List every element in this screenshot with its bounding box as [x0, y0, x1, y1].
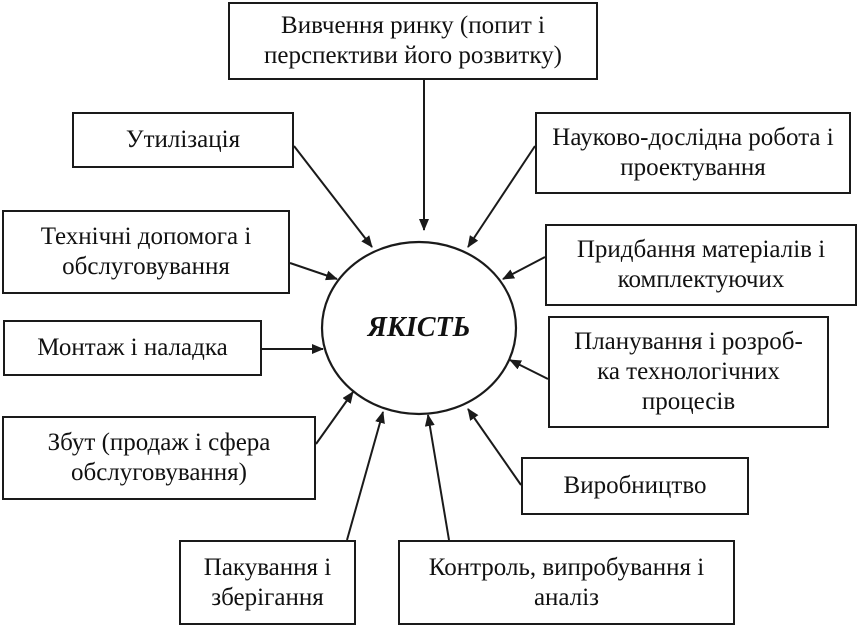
- factor-tech-support: Технічні допомога і обслуговування: [2, 210, 290, 294]
- factor-control: Контроль, випробування і аналіз: [398, 540, 735, 625]
- quality-circle: [320, 240, 518, 416]
- factor-sales: Збут (продаж і сфера обслуговування): [2, 416, 316, 500]
- arrow-packaging: [346, 411, 385, 541]
- factor-packaging: Пакування і зберігання: [179, 540, 356, 625]
- arrow-process-planning: [509, 359, 549, 380]
- factor-disposal: Утилізація: [72, 112, 294, 168]
- factor-research-design: Науково-дослідна робота і проектування: [535, 112, 851, 194]
- arrow-research: [467, 145, 536, 248]
- factor-materials: Придбання матеріалів і комплектуючих: [545, 224, 857, 306]
- factor-installation: Монтаж і наладка: [3, 320, 262, 376]
- factor-market-research: Вивчення ринку (попит і перспективи його…: [228, 2, 598, 80]
- arrow-tech-support: [289, 262, 338, 281]
- arrow-disposal: [293, 145, 373, 248]
- quality-label: ЯКІСТЬ: [367, 312, 471, 343]
- arrow-production: [467, 408, 522, 486]
- factor-production: Виробництво: [521, 457, 749, 515]
- arrow-materials: [502, 256, 546, 280]
- factor-process-planning: Планування і розроб-ка технологічних про…: [548, 316, 829, 428]
- arrow-sales: [315, 391, 354, 445]
- arrow-control: [424, 414, 450, 541]
